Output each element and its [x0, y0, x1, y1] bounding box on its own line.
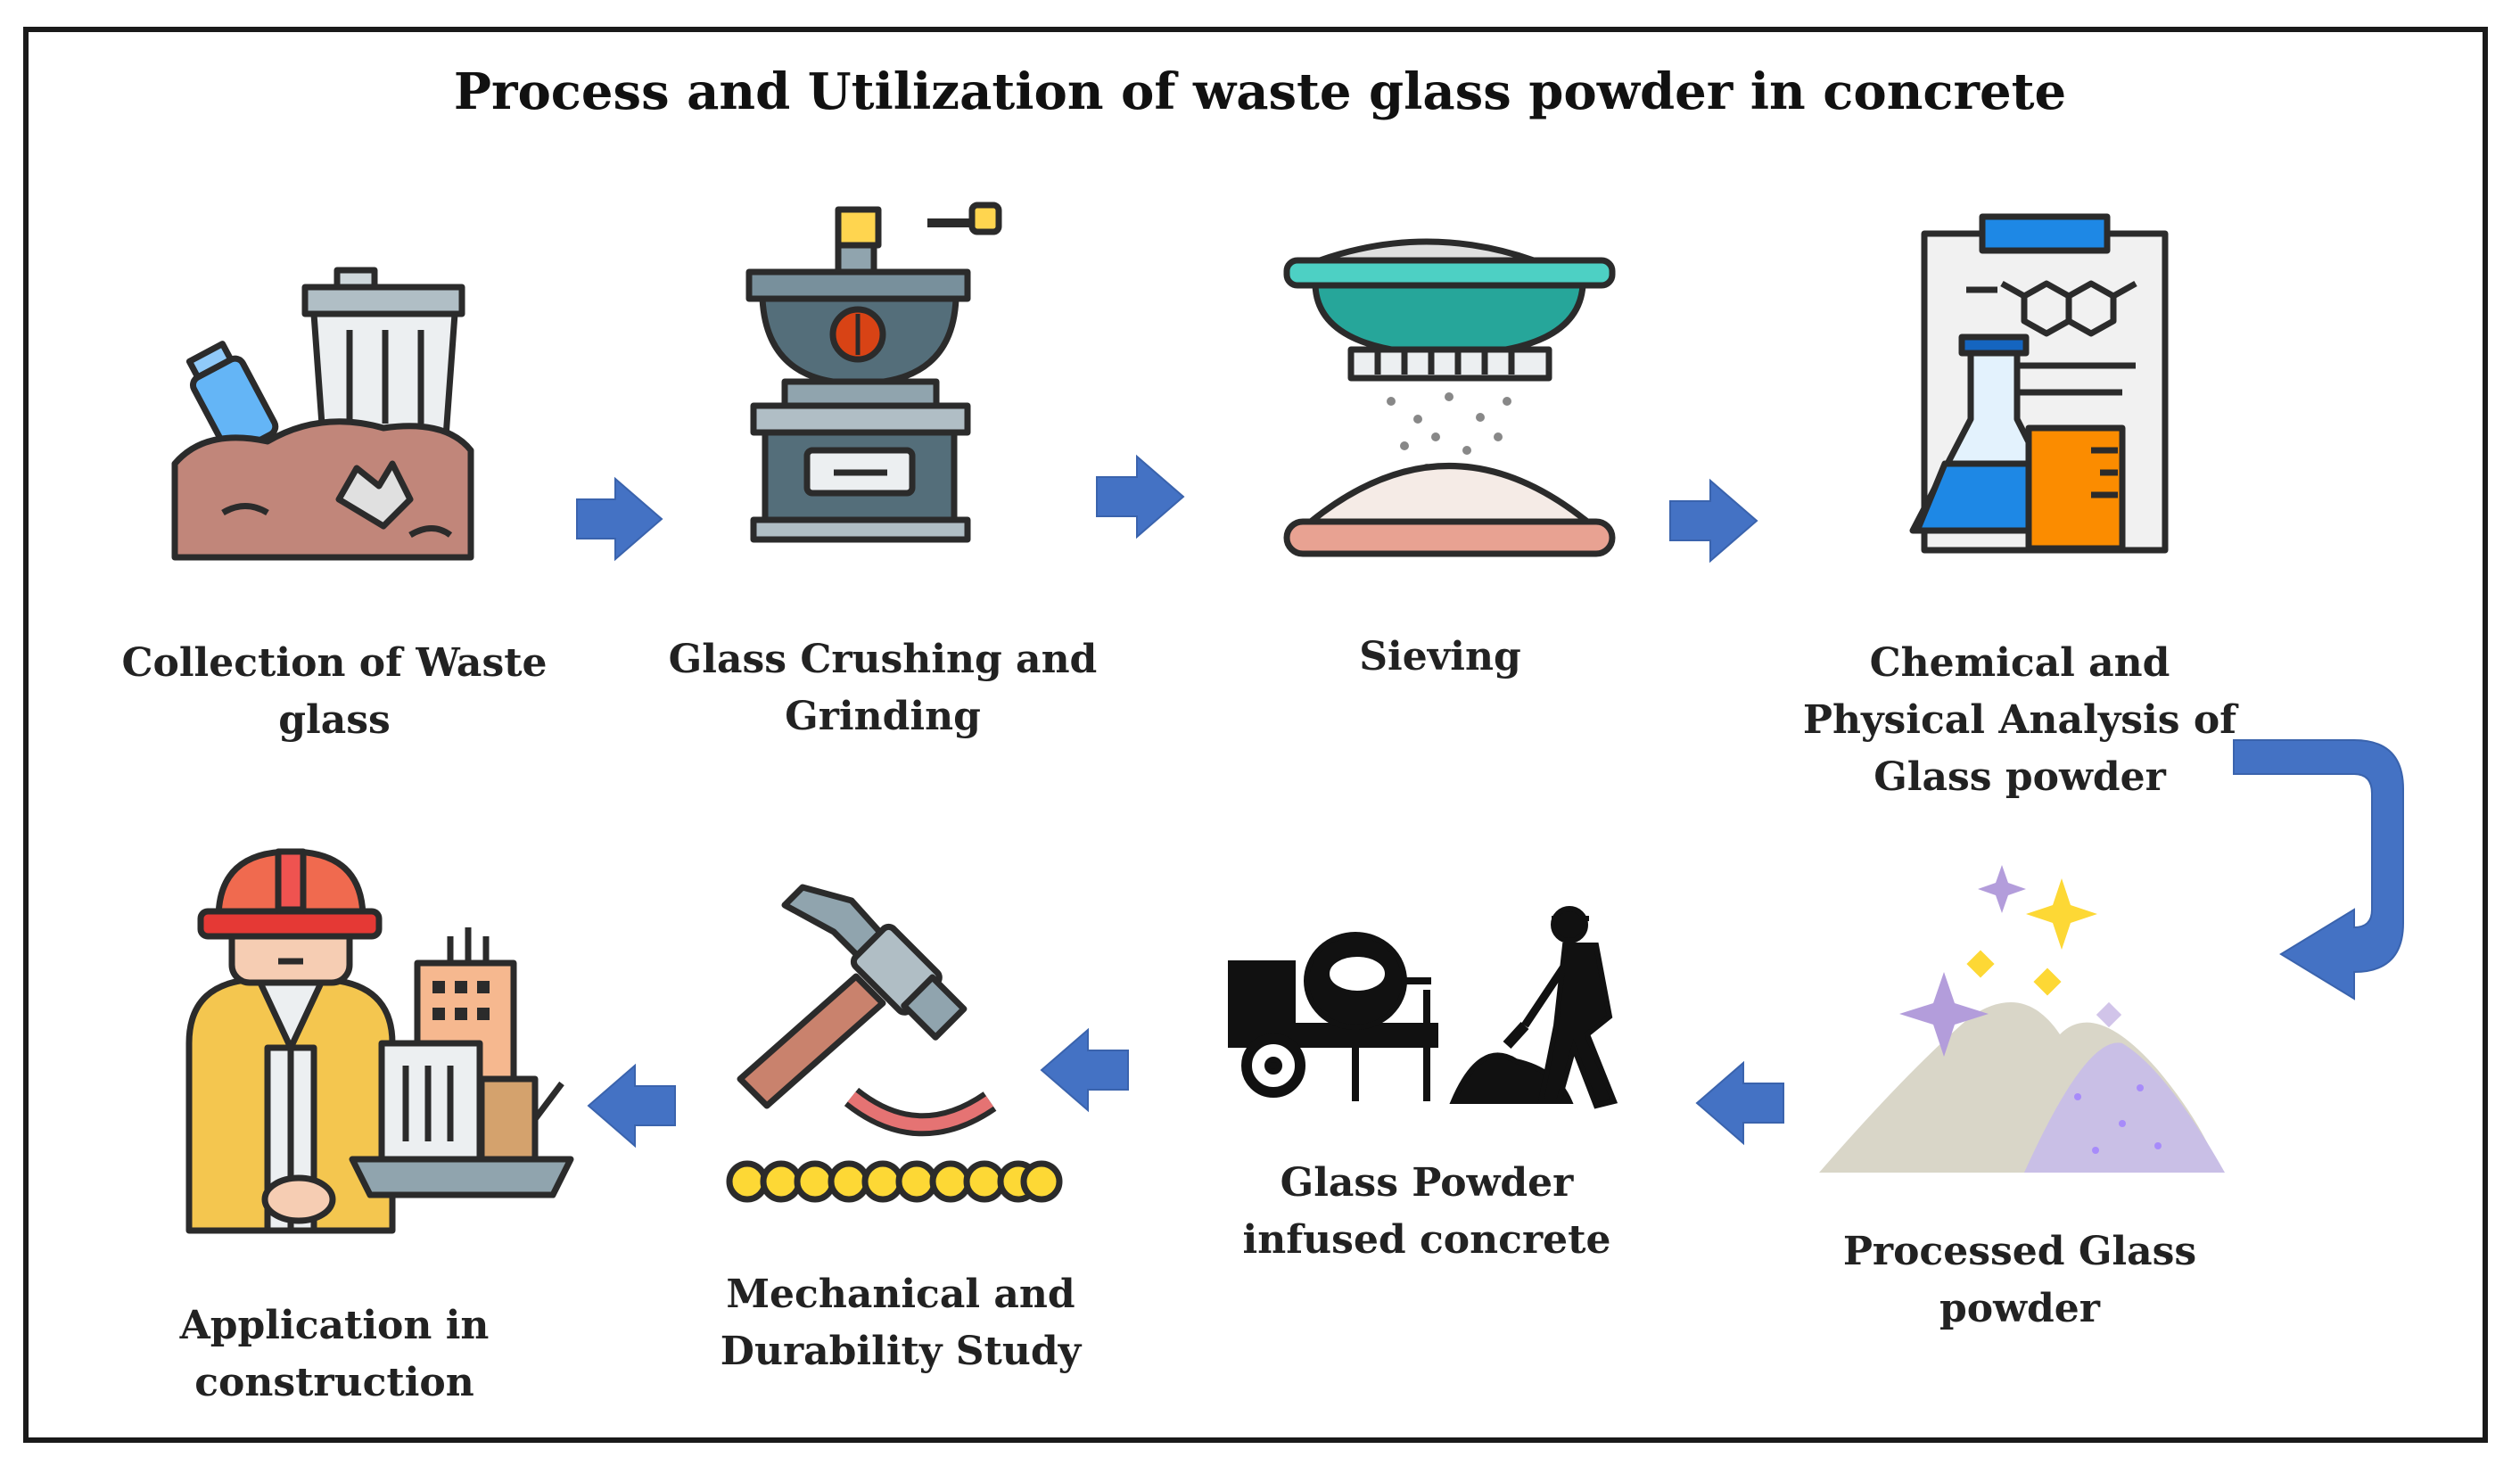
- step-label-sieving: Sieving: [1359, 634, 1521, 679]
- arrow-left-1: [1695, 1060, 1784, 1146]
- arrow-left-3: [587, 1063, 676, 1149]
- sieve-icon: [1283, 238, 1616, 557]
- construction-worker-icon: [185, 848, 574, 1234]
- diagram-title: Process and Utilization of waste glass p…: [453, 62, 2067, 121]
- concrete-mixer-worker-icon: [1228, 906, 1618, 1109]
- arrow-curved-down: [2233, 739, 2404, 1001]
- arrow-right-3: [1669, 478, 1758, 564]
- arrow-right-2: [1096, 454, 1185, 539]
- lab-analysis-icon: [1909, 213, 2169, 554]
- hammer-test-icon: [726, 884, 1063, 1203]
- trash-can-landfill-icon: [171, 267, 474, 561]
- arrow-left-2: [1040, 1027, 1129, 1113]
- arrow-right-1: [576, 476, 663, 562]
- grinder-icon: [745, 202, 1002, 543]
- flow-arrows: [576, 454, 2404, 1149]
- sparkling-powder-icon: [1819, 865, 2225, 1173]
